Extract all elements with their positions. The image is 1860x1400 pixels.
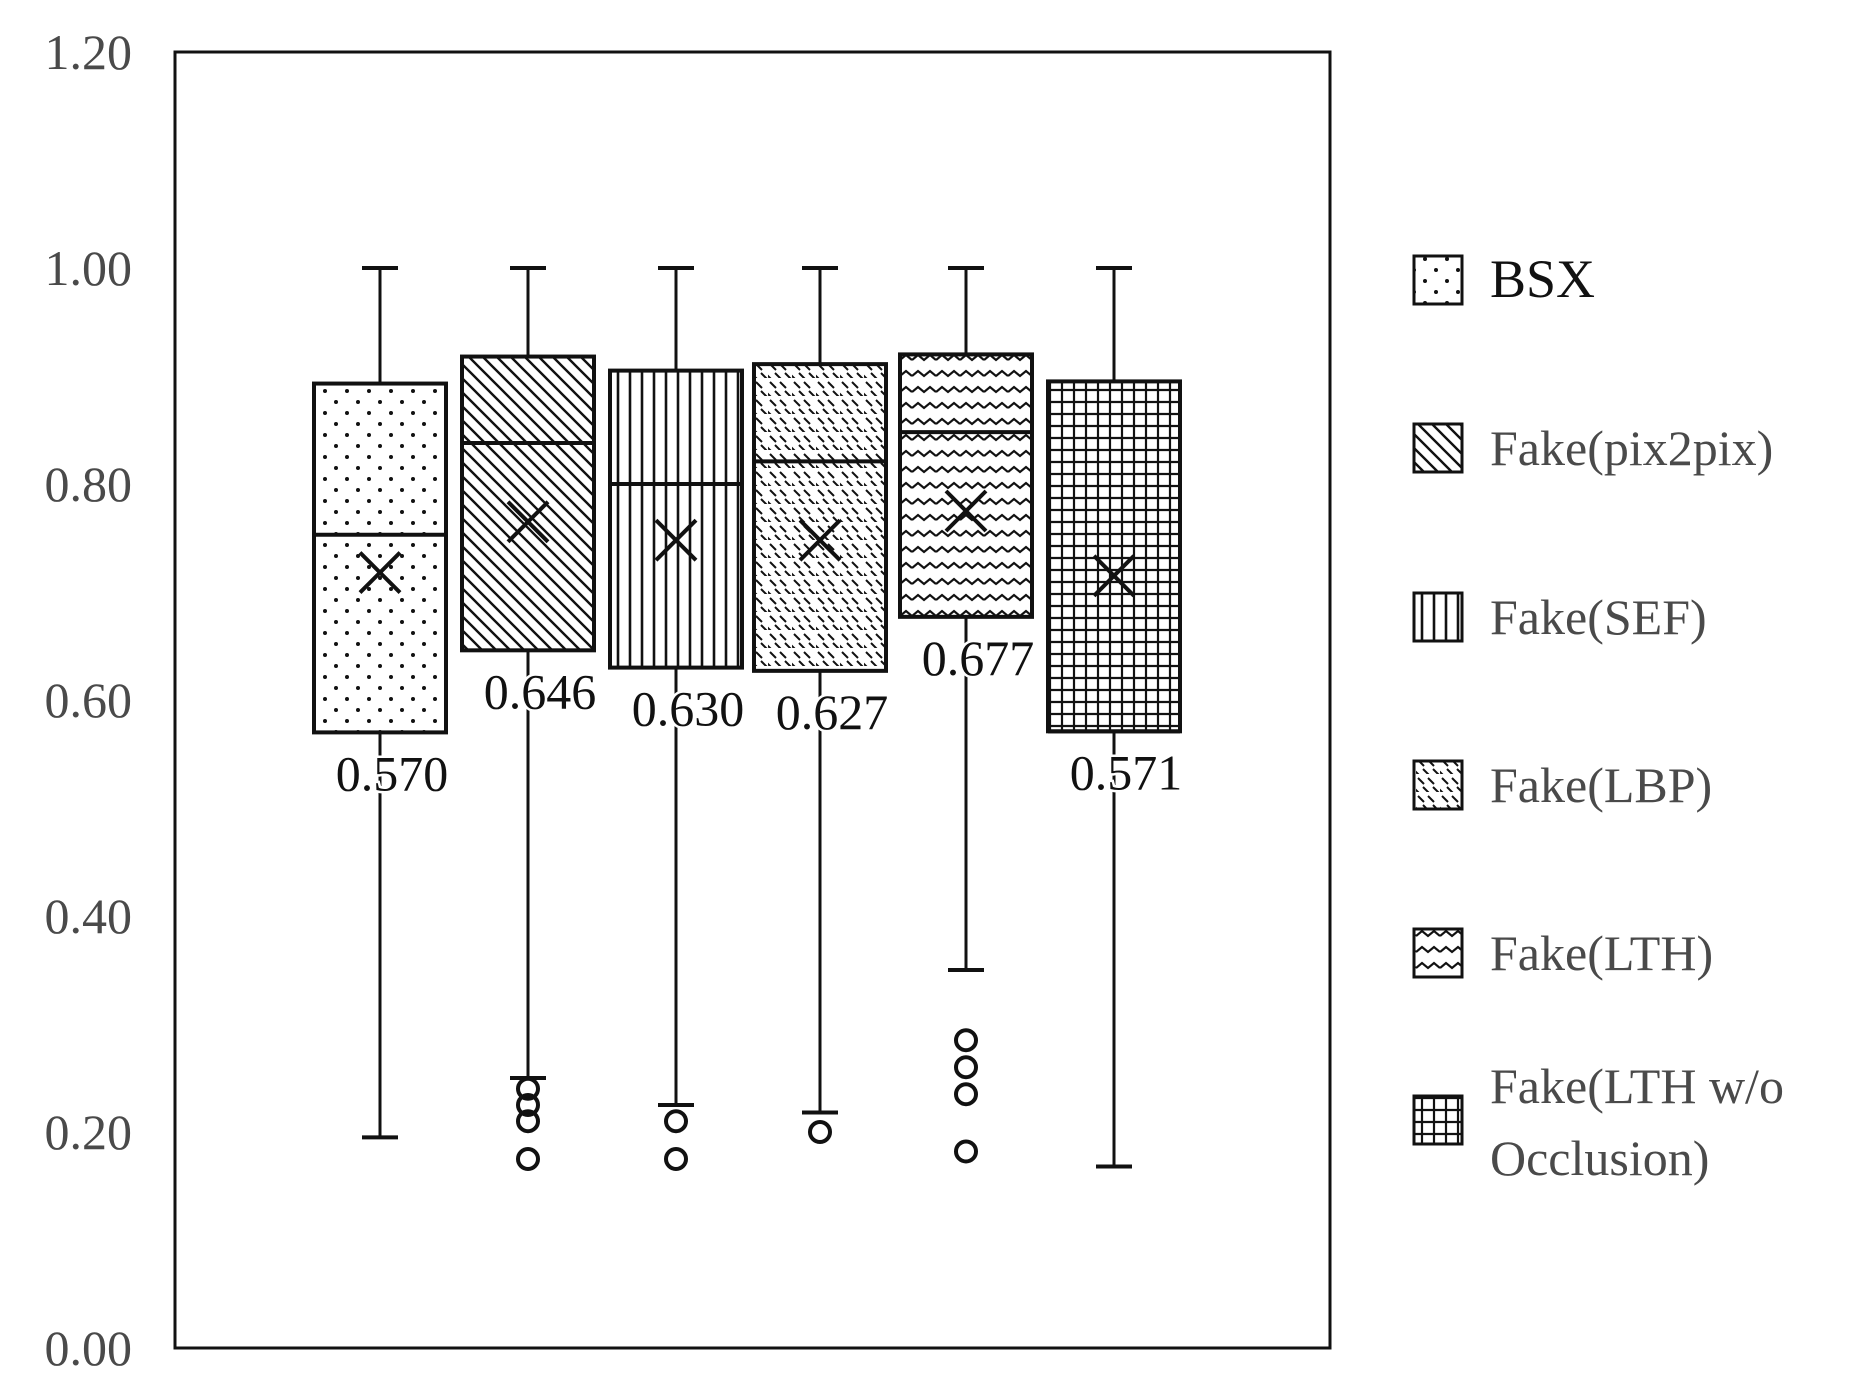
legend-layer: BSX Fake(pix2pix) Fake(SEF) Fake(LBP) Fake(L…	[1412, 249, 1784, 1186]
legend-swatch	[1412, 422, 1464, 474]
mean-marker	[358, 551, 402, 594]
box-body	[752, 362, 888, 673]
legend-swatch	[1412, 1094, 1464, 1146]
legend-label: BSX	[1490, 249, 1595, 309]
mean-marker	[798, 518, 842, 562]
legend-item-4: Fake(LBP)	[1412, 757, 1712, 813]
q1-data-label: 0.677	[922, 630, 1035, 686]
legend-swatch	[1412, 927, 1464, 979]
box-body	[312, 381, 448, 735]
legend-label: Fake(LTH)	[1490, 925, 1713, 981]
q1-data-label: 0.570	[336, 745, 449, 801]
q1-data-label: 0.571	[1070, 744, 1183, 800]
legend-label: Fake(LTH w/o	[1490, 1058, 1784, 1114]
mean-marker	[506, 500, 550, 544]
box-5: 0.677	[898, 266, 1037, 1164]
box-body	[460, 354, 596, 653]
q1-data-label: 0.630	[632, 681, 745, 737]
y-tick-label: 0.00	[45, 1320, 133, 1376]
axes-layer: 0.00 0.20 0.40 0.60 0.80 1.00 1.20	[45, 24, 1332, 1376]
mean-marker	[654, 518, 698, 562]
y-tick-label: 0.60	[45, 672, 133, 728]
legend-item-5: Fake(LTH)	[1412, 925, 1713, 981]
box-2: 0.646	[460, 266, 599, 1171]
outlier-point	[808, 1120, 832, 1144]
outlier-point	[516, 1147, 540, 1171]
legend-label: Fake(pix2pix)	[1490, 420, 1773, 476]
q1-data-label: 0.627	[776, 684, 889, 740]
box-1: 0.570	[312, 266, 451, 1140]
legend-item-2: Fake(pix2pix)	[1412, 420, 1773, 476]
outlier-point	[516, 1076, 540, 1101]
plot-frame	[173, 50, 1332, 1350]
legend-swatch	[1412, 254, 1464, 306]
outlier-point	[954, 1055, 978, 1080]
boxes-layer: 0.570 0.646 0.630 0.627 0.677 0.571	[312, 266, 1185, 1171]
mean-marker	[944, 489, 988, 533]
y-tick-label: 1.20	[45, 24, 133, 80]
outlier-point	[516, 1093, 540, 1117]
y-tick-label: 0.80	[45, 456, 133, 512]
outlier-point	[664, 1147, 688, 1171]
q1-data-label: 0.646	[484, 663, 597, 719]
legend-item-1: BSX	[1412, 249, 1595, 309]
outlier-point	[954, 1082, 978, 1107]
y-tick-label: 1.00	[45, 240, 133, 296]
outlier-point	[954, 1028, 978, 1053]
legend-swatch	[1412, 591, 1464, 643]
legend-label: Fake(SEF)	[1490, 589, 1707, 645]
y-tick-label: 0.40	[45, 888, 133, 944]
box-3: 0.630	[608, 266, 747, 1171]
outlier-point	[516, 1109, 540, 1134]
box-6: 0.571	[1046, 266, 1185, 1169]
box-body	[608, 368, 744, 670]
box-body	[1046, 379, 1182, 734]
mean-marker	[1092, 554, 1136, 598]
legend-item-3: Fake(SEF)	[1412, 589, 1707, 645]
box-4: 0.627	[752, 266, 891, 1144]
outlier-point	[664, 1109, 688, 1134]
legend-label: Occlusion)	[1490, 1130, 1709, 1186]
legend-swatch	[1412, 759, 1464, 811]
box-body	[898, 352, 1034, 619]
legend-label: Fake(LBP)	[1490, 757, 1712, 813]
y-tick-label: 0.20	[45, 1104, 133, 1160]
outlier-point	[954, 1139, 978, 1164]
